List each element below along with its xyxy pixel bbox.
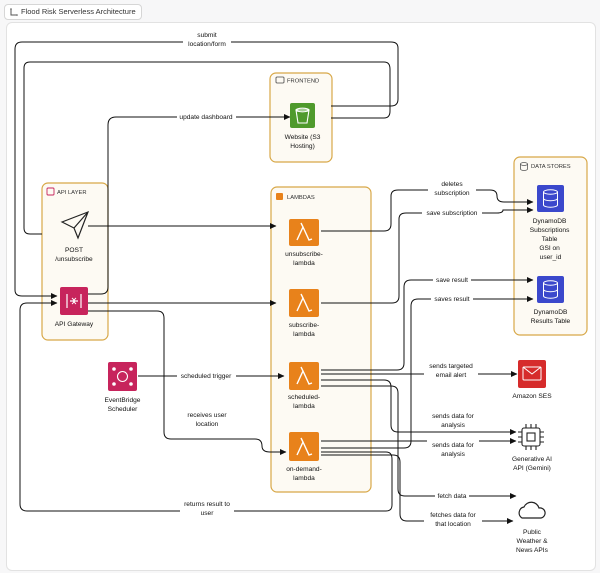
node-post-unsubscribe[interactable]: POST/unsubscribe xyxy=(55,210,93,263)
lambda-icon xyxy=(289,219,319,246)
edge-label-update-dashboard: update dashboard xyxy=(179,114,232,121)
node-ondemand-lambda[interactable]: on-demand-lambda xyxy=(286,432,322,482)
group-data-stores-label: DATA STORES xyxy=(531,164,571,170)
node-ses-label: Amazon SES xyxy=(512,393,552,400)
lambda-icon xyxy=(289,362,319,390)
node-subscribe-lambda-label: subscribe-lambda xyxy=(289,322,319,338)
edge-save-result[interactable] xyxy=(321,277,534,371)
edge-label-save-result: save result xyxy=(436,277,468,284)
monitor-icon xyxy=(275,76,285,84)
eventbridge-icon xyxy=(108,362,137,391)
edge-update-dashboard[interactable] xyxy=(87,114,291,295)
diagram-title-tab[interactable]: Flood Risk Serverless Architecture xyxy=(4,4,142,20)
node-scheduled-lambda[interactable]: scheduled-lambda xyxy=(288,362,320,410)
edge-label-save-subscription: save subscription xyxy=(427,210,478,217)
s3-icon xyxy=(290,103,315,128)
node-subscriptions-table[interactable]: DynamoDB Subscriptions Table GSI on user… xyxy=(530,185,571,261)
node-ondemand-lambda-label: on-demand-lambda xyxy=(286,466,322,482)
node-unsubscribe-lambda[interactable]: unsubscribe-lambda xyxy=(285,219,323,267)
edge-sends-data-1[interactable] xyxy=(321,379,517,435)
group-lambdas[interactable]: LAMBDAS xyxy=(270,186,372,493)
diagram-icon xyxy=(10,8,18,16)
dynamodb-icon xyxy=(537,276,564,303)
node-api-gateway-label: API Gateway xyxy=(55,321,94,328)
edge-deletes-subscription[interactable] xyxy=(321,189,534,232)
chip-icon xyxy=(518,424,544,450)
node-subscribe-lambda[interactable]: subscribe-lambda xyxy=(289,289,319,338)
group-lambdas-label: LAMBDAS xyxy=(287,195,315,201)
edge-website-post[interactable] xyxy=(23,61,391,235)
lambda-group-icon xyxy=(276,193,283,200)
send-icon xyxy=(60,210,90,240)
diagram-title: Flood Risk Serverless Architecture xyxy=(21,7,136,16)
edge-receives-location[interactable] xyxy=(88,310,287,455)
node-ses[interactable]: Amazon SES xyxy=(512,360,552,400)
group-api-layer-label: API LAYER xyxy=(57,190,87,196)
node-unsubscribe-lambda-label: unsubscribe-lambda xyxy=(285,251,323,267)
edge-label-fetch-data: fetch data xyxy=(438,493,467,500)
edge-fetches-data[interactable] xyxy=(321,454,514,524)
node-post-unsubscribe-label: POST/unsubscribe xyxy=(55,247,93,263)
edge-fetch-data[interactable] xyxy=(321,385,517,499)
node-scheduled-lambda-label: scheduled-lambda xyxy=(288,394,320,410)
api-layer-icon xyxy=(46,187,55,196)
node-subscriptions-table-label: DynamoDB Subscriptions Table GSI on user… xyxy=(530,218,571,261)
lambda-icon xyxy=(289,289,319,317)
edge-label-scheduled-trigger: scheduled trigger xyxy=(181,373,232,380)
edge-save-subscription[interactable] xyxy=(321,207,534,304)
edge-label-saves-result: saves result xyxy=(434,296,469,303)
node-api-gateway[interactable]: API Gateway xyxy=(55,287,94,328)
lambda-icon xyxy=(289,432,319,461)
dynamodb-icon xyxy=(537,185,564,212)
cloud-icon xyxy=(518,501,546,519)
group-frontend-label: FRONTEND xyxy=(287,79,319,85)
